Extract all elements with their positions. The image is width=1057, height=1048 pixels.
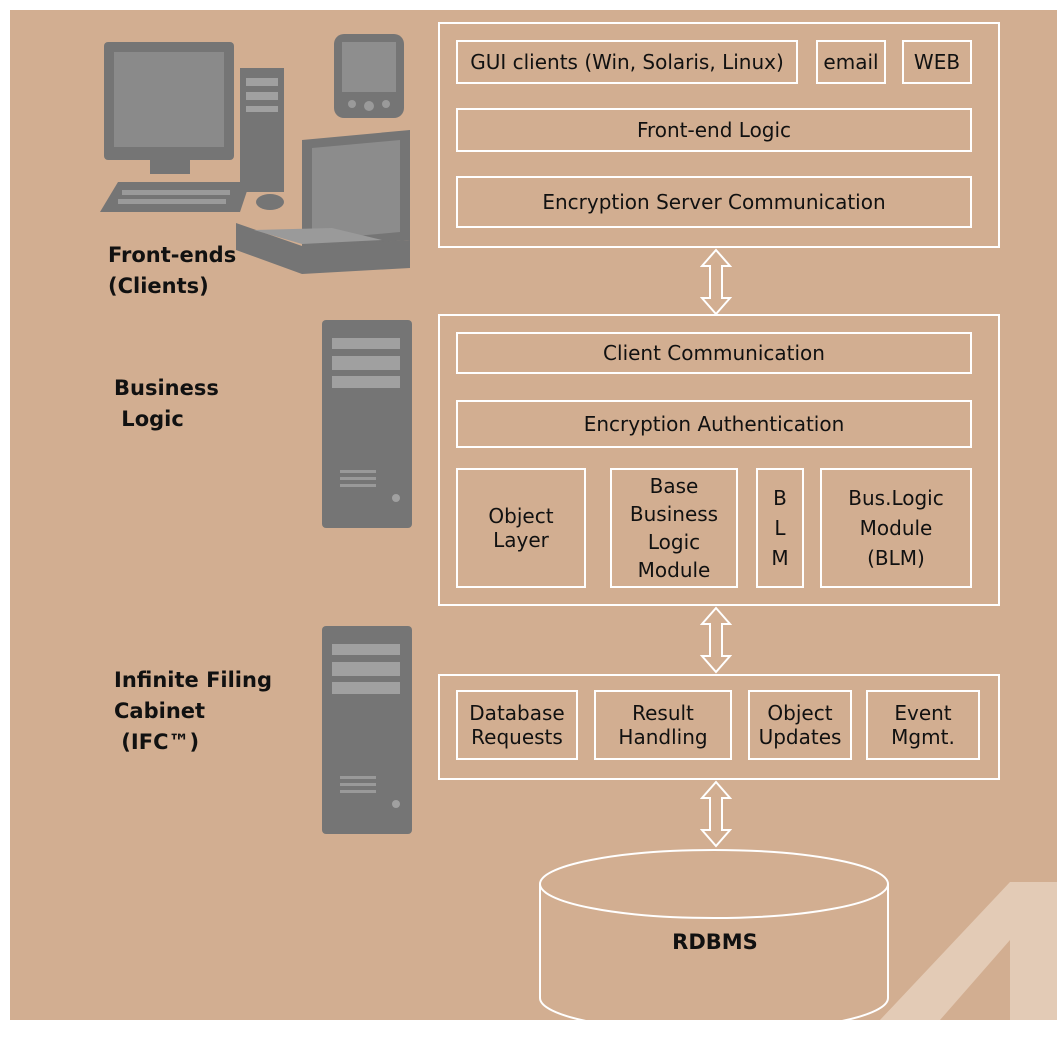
encryption-authentication-box: Encryption Authentication [456, 400, 972, 448]
event-mgmt-box: Event Mgmt. [866, 690, 980, 760]
blm-vertical-box: B L M [756, 468, 804, 588]
server-tower-icon [322, 626, 412, 834]
server-tower-icon [322, 320, 412, 528]
double-arrow-icon [700, 606, 732, 674]
client-communication-box: Client Communication [456, 332, 972, 374]
laptop-icon [236, 130, 410, 274]
business-logic-frame [438, 314, 1000, 606]
watermark-triangle-icon [870, 872, 1057, 1020]
desktop-computer-icon [100, 42, 284, 212]
object-updates-box: Object Updates [748, 690, 852, 760]
encryption-server-communication-box: Encryption Server Communication [456, 176, 972, 228]
ifc-frame [438, 674, 1000, 780]
frontend-frame [438, 22, 1000, 248]
gui-clients-box: GUI clients (Win, Solaris, Linux) [456, 40, 798, 84]
rdbms-label: RDBMS [672, 930, 758, 954]
result-handling-box: Result Handling [594, 690, 732, 760]
database-requests-box: Database Requests [456, 690, 578, 760]
diagram-canvas: Front-ends (Clients) Business Logic Infi… [10, 10, 1057, 1020]
tier-label-ifc: Infinite Filing Cabinet (IFC™) [114, 668, 272, 754]
front-end-logic-box: Front-end Logic [456, 108, 972, 152]
pda-icon [334, 34, 404, 118]
database-cylinder-icon [539, 849, 889, 1020]
object-layer-box: Object Layer [456, 468, 586, 588]
tier-label-business-logic: Business Logic [114, 376, 219, 431]
double-arrow-icon [700, 780, 732, 848]
base-business-logic-module-box: Base Business Logic Module [610, 468, 738, 588]
double-arrow-icon [700, 248, 732, 316]
email-box: email [816, 40, 886, 84]
bus-logic-module-box: Bus.Logic Module (BLM) [820, 468, 972, 588]
web-box: WEB [902, 40, 972, 84]
tier-label-front-ends: Front-ends (Clients) [108, 243, 237, 298]
